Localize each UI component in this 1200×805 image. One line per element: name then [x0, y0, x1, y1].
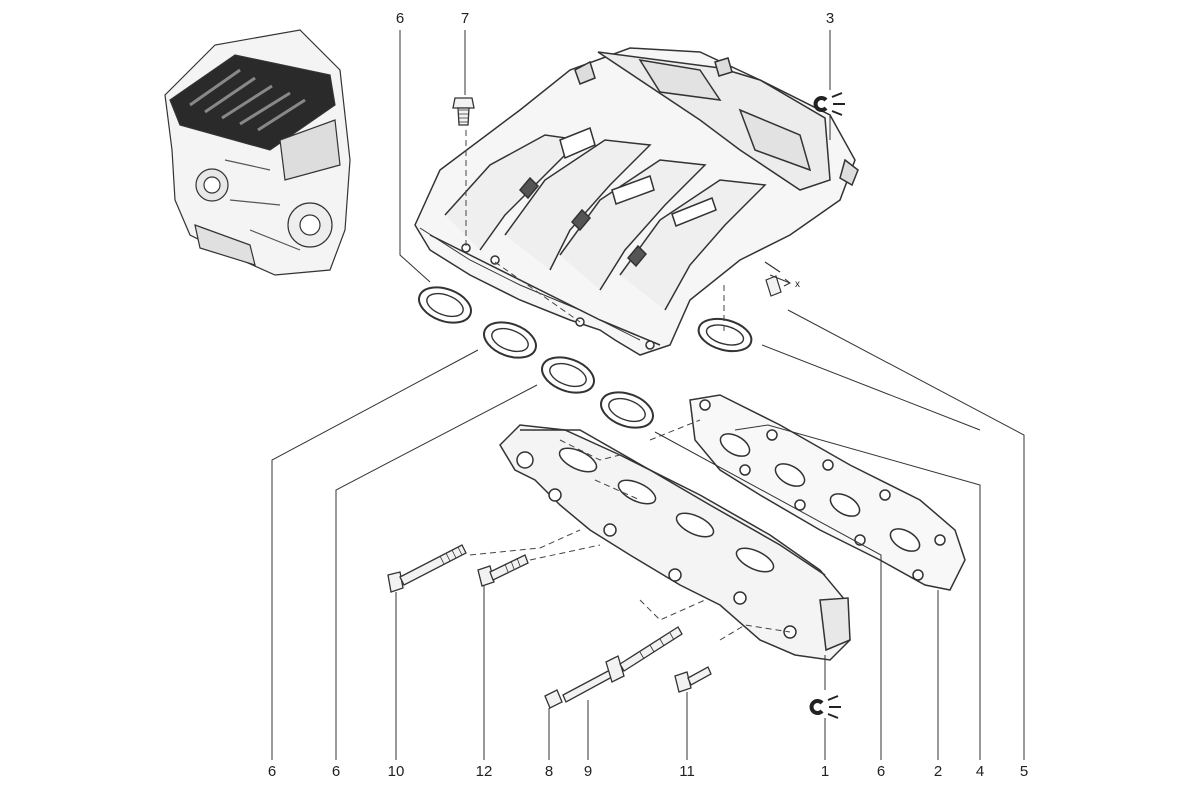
x-marker-label: x	[795, 279, 800, 290]
manifold-gaskets	[418, 286, 753, 429]
callout-2: 2	[933, 763, 943, 780]
gasket-ring-5	[697, 317, 753, 353]
bolt-12	[477, 554, 529, 587]
callout-6-bottom-a: 6	[267, 763, 277, 780]
torque-wrench-icon	[813, 92, 845, 116]
lower-intake-manifold	[499, 424, 851, 661]
callout-6-bottom-b: 6	[331, 763, 341, 780]
upper-intake-manifold	[414, 47, 859, 356]
callout-1: 1	[820, 763, 830, 780]
callout-7: 7	[460, 10, 470, 27]
nut-8	[544, 689, 563, 709]
gasket-ring-1	[418, 286, 472, 324]
callout-11: 11	[679, 763, 695, 780]
callout-5: 5	[1019, 763, 1029, 780]
callout-8: 8	[544, 763, 554, 780]
stud-9	[562, 626, 683, 703]
gasket-ring-4	[600, 391, 654, 429]
gasket-ring-2	[483, 321, 537, 359]
callout-10: 10	[387, 763, 405, 780]
leader-lines	[271, 30, 1025, 760]
engine-thumbnail	[164, 29, 351, 276]
flat-gasket	[689, 394, 966, 591]
callout-6-top: 6	[395, 10, 405, 27]
callout-12: 12	[475, 763, 493, 780]
torque-wrench-icon	[809, 695, 841, 719]
x-marker: x	[769, 274, 800, 290]
callout-3: 3	[825, 10, 835, 27]
sensor-part	[764, 261, 782, 297]
bolt-7	[452, 97, 475, 126]
bolt-11	[674, 666, 712, 693]
callout-6-bottom-c: 6	[876, 763, 886, 780]
bolt-10	[387, 544, 467, 593]
callout-9: 9	[583, 763, 593, 780]
callout-4: 4	[975, 763, 985, 780]
gasket-ring-3	[541, 356, 595, 394]
alignment-lines	[465, 130, 791, 641]
